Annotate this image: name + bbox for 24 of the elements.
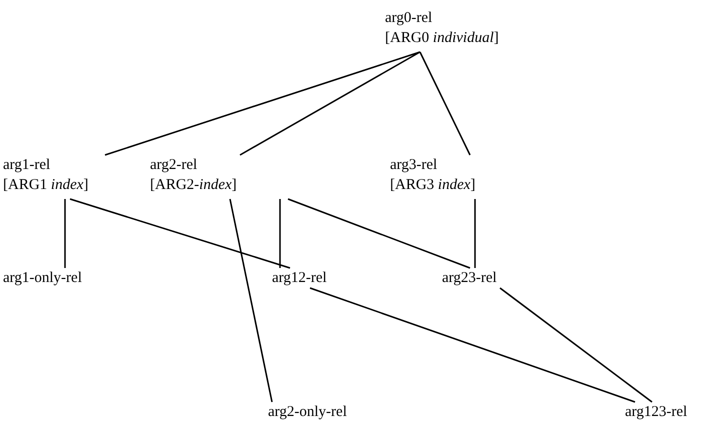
connector-line [474, 199, 476, 268]
node-label: arg2-rel [150, 156, 198, 175]
connector-line [64, 199, 66, 268]
node-label: arg3-rel [390, 156, 438, 175]
feature-label: [ARG3 index] [390, 176, 476, 195]
connector-line [240, 51, 420, 156]
connector-line [500, 287, 652, 403]
node-label: arg1-rel [3, 156, 50, 175]
connector-line [229, 198, 273, 402]
feature-label: [ARG0 individual] [385, 29, 499, 48]
node-label: arg12-rel [272, 269, 327, 288]
feature-label: [ARG2-index] [150, 176, 237, 195]
connector-line [288, 198, 470, 269]
node-label: arg0-rel [385, 9, 432, 28]
connector-line [104, 51, 420, 156]
node-label: arg123-rel [625, 403, 688, 421]
node-label: arg23-rel [442, 269, 497, 288]
connector-line [279, 199, 281, 268]
node-label: arg2-only-rel [268, 403, 347, 421]
node-label: arg1-only-rel [3, 269, 82, 288]
connector-line [310, 287, 636, 403]
feature-label: [ARG1 index] [3, 176, 88, 195]
connector-line [419, 52, 471, 156]
connector-line [70, 198, 290, 269]
